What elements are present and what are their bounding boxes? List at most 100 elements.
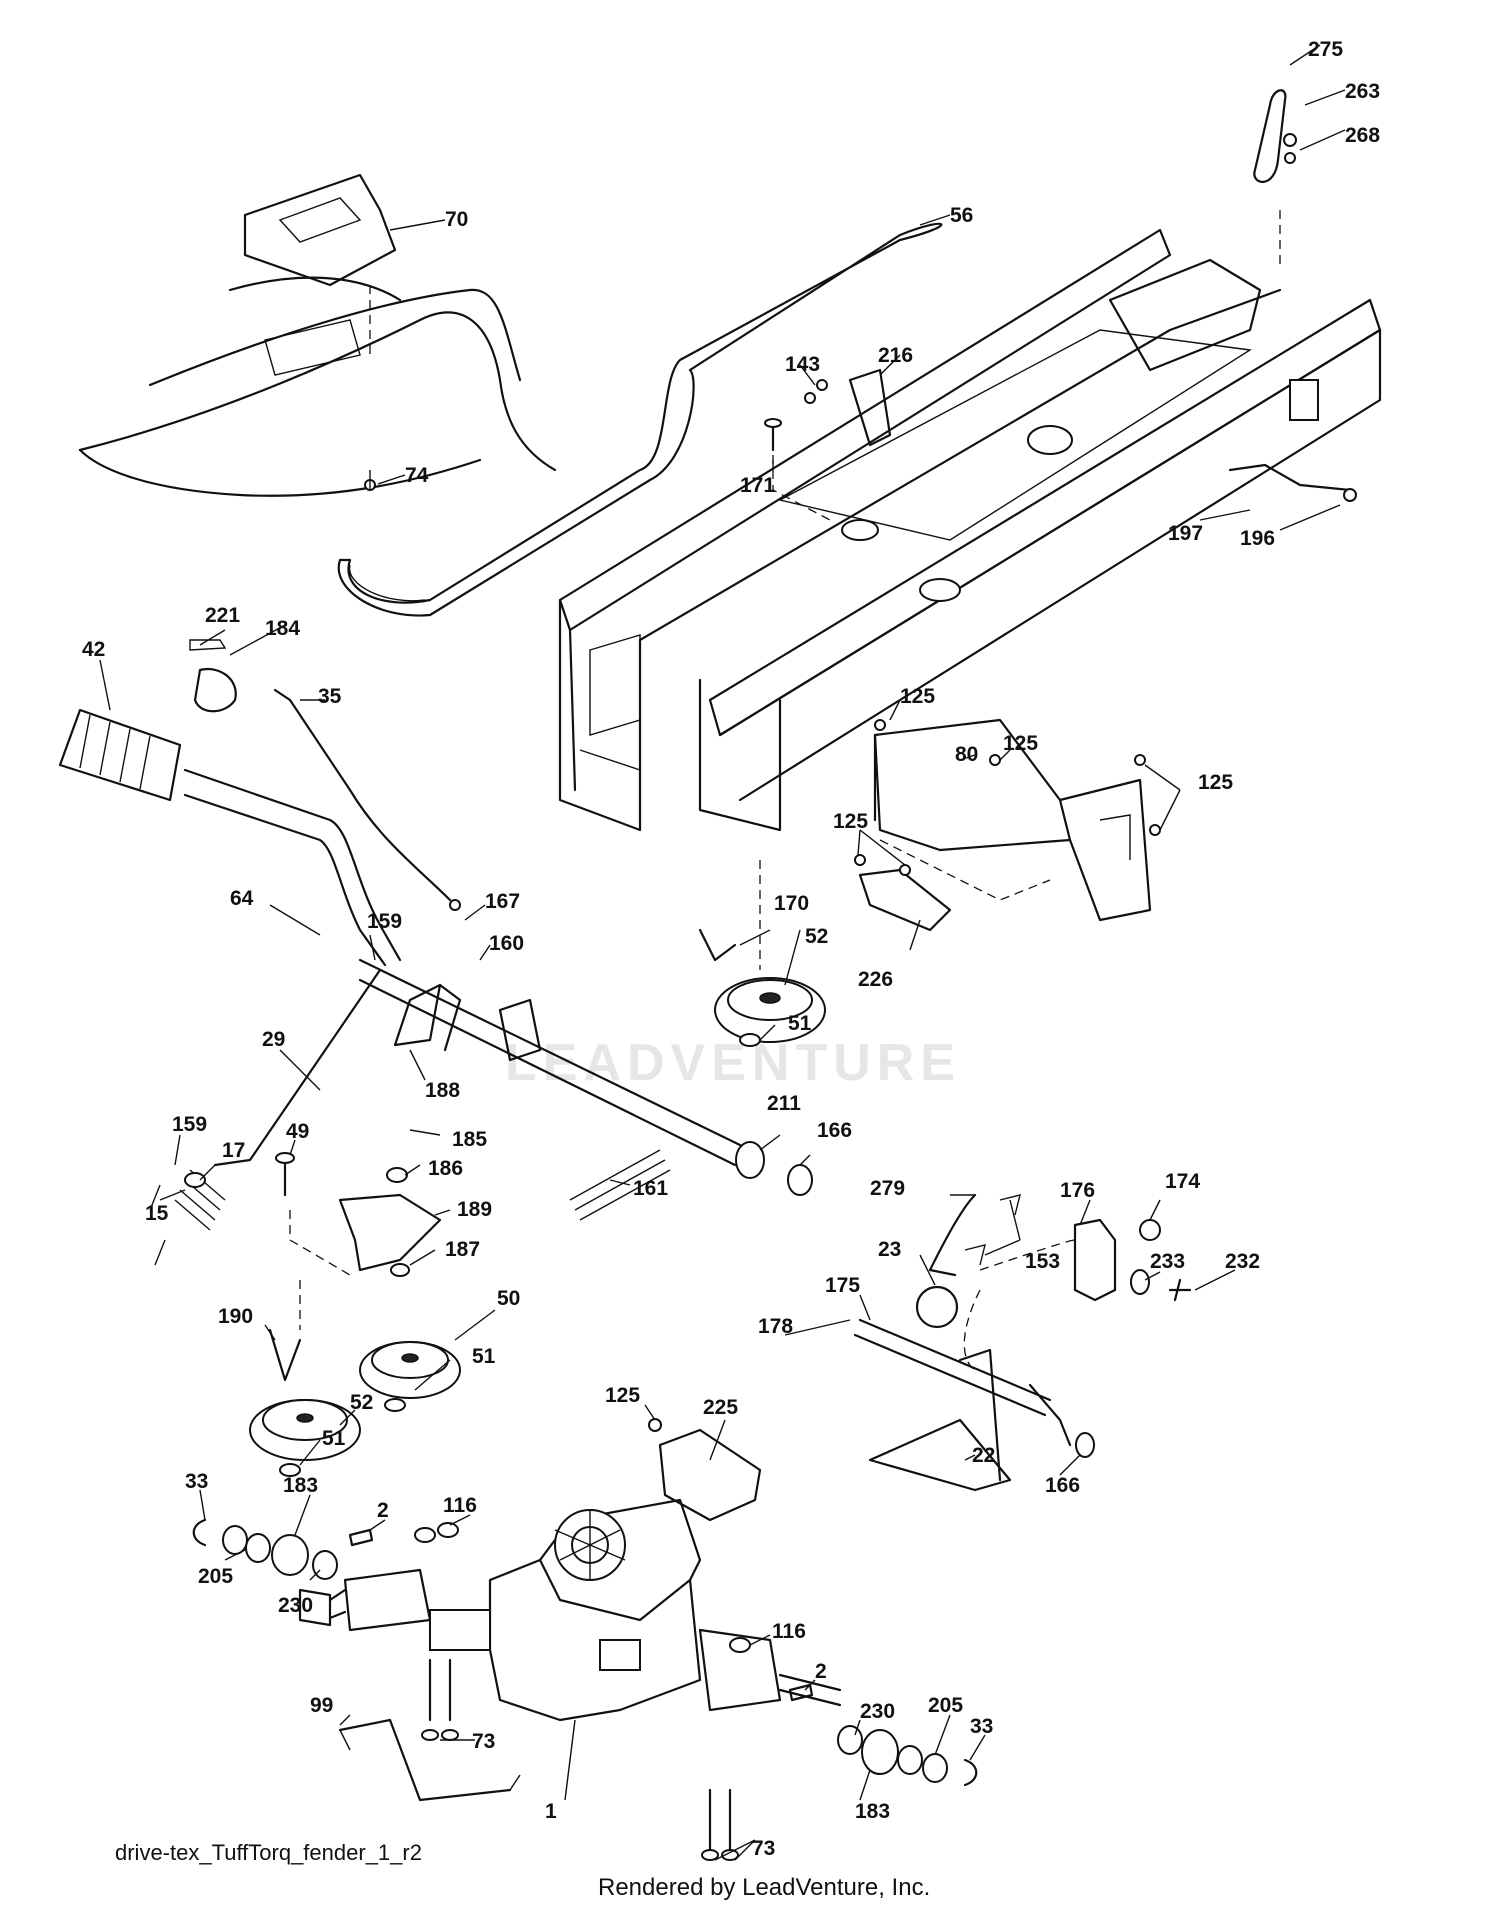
label-188: 188 [425, 1079, 460, 1102]
label-184: 184 [265, 617, 300, 640]
rod-99 [338, 1718, 512, 1802]
fender-cover-70 [243, 173, 397, 287]
label-125-b: 125 [1003, 732, 1038, 755]
label-51-upper: 51 [788, 1012, 812, 1035]
label-160: 160 [489, 932, 524, 955]
bolt-196 [1343, 488, 1357, 502]
label-64: 64 [230, 887, 254, 910]
label-170: 170 [774, 892, 809, 915]
label-125-c: 125 [1198, 771, 1233, 794]
label-183-right: 183 [855, 1800, 890, 1823]
label-42: 42 [82, 638, 105, 661]
label-166-b: 166 [1045, 1474, 1080, 1497]
label-275: 275 [1308, 38, 1343, 61]
rod-279 [928, 1193, 977, 1277]
label-263: 263 [1345, 80, 1380, 103]
label-33-left: 33 [185, 1470, 208, 1493]
label-70: 70 [445, 208, 468, 231]
spring-161 [569, 1149, 671, 1221]
label-166-a: 166 [817, 1119, 852, 1142]
washer-174 [1139, 1219, 1161, 1241]
label-52-upper: 52 [805, 925, 828, 948]
label-159-b: 159 [172, 1113, 207, 1136]
grip-42 [58, 708, 182, 802]
label-15: 15 [145, 1202, 169, 1225]
label-176: 176 [1060, 1179, 1095, 1202]
label-29: 29 [262, 1028, 285, 1051]
label-51-lower: 51 [322, 1427, 346, 1450]
tractor-frame [558, 228, 1382, 832]
label-211: 211 [767, 1092, 801, 1115]
label-73-right: 73 [752, 1837, 775, 1860]
bracket-176 [1073, 1218, 1117, 1302]
label-233: 233 [1150, 1250, 1185, 1273]
clip-33-left [192, 1518, 207, 1547]
o-ring-23 [915, 1285, 959, 1329]
label-49: 49 [286, 1120, 309, 1143]
label-22: 22 [972, 1444, 995, 1467]
bracket-216 [848, 368, 892, 447]
part-labels: 275 263 268 70 56 143 216 74 171 197 196… [82, 38, 1380, 1860]
label-268: 268 [1345, 124, 1380, 147]
label-205-right: 205 [928, 1694, 963, 1717]
label-2-left: 2 [377, 1499, 389, 1522]
label-189: 189 [457, 1198, 492, 1221]
label-159-a: 159 [367, 910, 402, 933]
label-23: 23 [878, 1238, 901, 1261]
clip-33-right [963, 1758, 978, 1787]
label-161: 161 [633, 1177, 668, 1200]
label-52-lower: 52 [350, 1391, 373, 1414]
label-230-right: 230 [860, 1700, 895, 1723]
hook-275 [1253, 89, 1287, 183]
label-186: 186 [428, 1157, 463, 1180]
fender-assembly [78, 173, 557, 497]
label-51-middle: 51 [472, 1345, 496, 1368]
label-50: 50 [497, 1287, 520, 1310]
label-73-left: 73 [472, 1730, 495, 1753]
watermark-text: LEADVENTURE [505, 1034, 961, 1092]
label-205-left: 205 [198, 1565, 233, 1588]
transaxle-1 [298, 1498, 842, 1722]
label-35: 35 [318, 685, 342, 708]
label-56: 56 [950, 204, 973, 227]
label-190: 190 [218, 1305, 253, 1328]
rod-29 [213, 968, 382, 1167]
label-33-right: 33 [970, 1715, 993, 1738]
label-196: 196 [1240, 527, 1275, 550]
bracket-189 [338, 1193, 442, 1272]
label-125-d: 125 [833, 810, 868, 833]
label-116-upper: 116 [443, 1494, 477, 1517]
label-226: 226 [858, 968, 893, 991]
label-1: 1 [545, 1800, 557, 1823]
label-178: 178 [758, 1315, 793, 1338]
label-225: 225 [703, 1396, 738, 1419]
label-197: 197 [1168, 522, 1203, 545]
label-221: 221 [205, 604, 240, 627]
label-232: 232 [1225, 1250, 1260, 1273]
label-167: 167 [485, 890, 520, 913]
label-171: 171 [740, 474, 775, 497]
label-143: 143 [785, 353, 820, 376]
label-183-left: 183 [283, 1474, 318, 1497]
label-116-lower: 116 [772, 1620, 806, 1643]
label-74: 74 [405, 464, 429, 487]
shift-lever-assembly [58, 639, 461, 967]
bracket-225 [658, 1428, 762, 1522]
label-174: 174 [1165, 1170, 1200, 1193]
leader-lines [99, 44, 1346, 1861]
diagram-caption: drive-tex_TuffTorq_fender_1_r2 [115, 1840, 422, 1865]
label-187: 187 [445, 1238, 480, 1261]
bracket-80 [854, 718, 1161, 932]
shaft-211 [358, 958, 742, 1167]
label-216: 216 [878, 344, 913, 367]
drive-belt-56 [337, 222, 943, 617]
label-125-a: 125 [900, 685, 935, 708]
knob-184 [193, 667, 237, 713]
label-230-left: 230 [278, 1594, 313, 1617]
label-279: 279 [870, 1177, 905, 1200]
lever-22 [868, 1418, 1012, 1492]
label-2-right: 2 [815, 1660, 827, 1683]
label-153: 153 [1025, 1250, 1060, 1273]
label-185: 185 [452, 1128, 487, 1151]
